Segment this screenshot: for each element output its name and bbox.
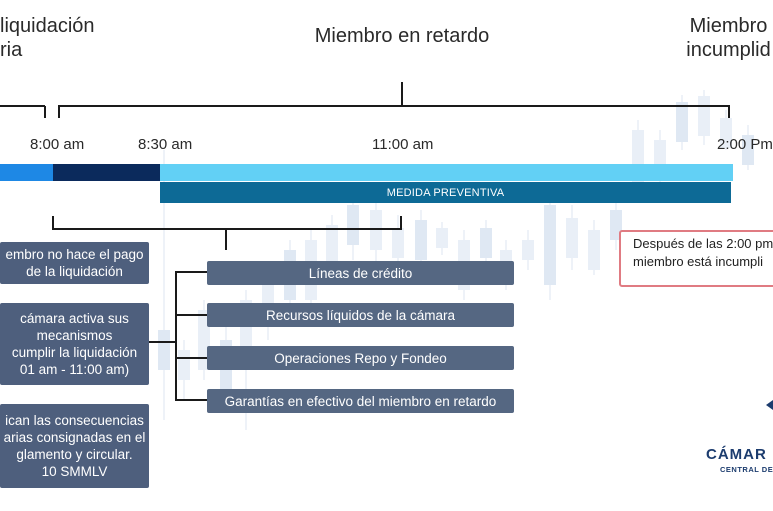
header-member-in-default: Miembro incumplid [686,15,771,61]
logo-mark-icon [766,400,773,410]
option-liquid-resources: Recursos líquidos de la cámara [207,303,514,327]
time-label-1400: 2:00 Pm [717,136,773,153]
option-repo-operations: Operaciones Repo y Fondeo [207,346,514,370]
background-candle-body [742,135,754,165]
time-label-0800: 8:00 am [30,136,85,153]
top-brackets [0,82,730,118]
step-consequences: ican las consecuencias arias consignadas… [0,404,149,488]
option-cash-guarantees: Garantías en efectivo del miembro en ret… [207,389,514,413]
option-credit-lines: Líneas de crédito [207,261,514,285]
preventive-measure-bar: MEDIDA PREVENTIVA [160,182,731,203]
logo-subtitle: CENTRAL DE [720,465,773,474]
background-candle-body [566,218,578,258]
default-notice: Después de las 2:00 pm miembro está incu… [619,230,773,287]
background-candle-body [522,240,534,260]
background-candle-body [720,118,732,148]
background-candle-body [676,102,688,142]
step-activate-mechanisms: cámara activa sus mecanismos cumplir la … [0,303,149,385]
step-no-payment: embro no hace el pago de la liquidación [0,242,149,284]
time-label-1100: 11:00 am [372,136,434,153]
header-member-in-delay: Miembro en retardo [314,25,490,47]
background-candle-body [436,228,448,248]
background-candle-body [326,225,338,265]
background-candle-body [544,205,556,285]
background-candle-body [480,228,492,258]
background-candle-body [158,330,170,370]
timeline-segment-0800-0830 [53,164,160,181]
background-candle-body [588,230,600,270]
header-liquidation: liquidación ria [0,15,95,61]
background-candle-body [347,205,359,245]
logo-name: CÁMAR [706,446,767,463]
timeline-segment-0830-1400 [160,164,733,181]
background-candle-body [392,228,404,258]
timeline-segment-early [0,164,53,181]
time-label-0830: 8:30 am [138,136,193,153]
background-candle-body [415,220,427,260]
